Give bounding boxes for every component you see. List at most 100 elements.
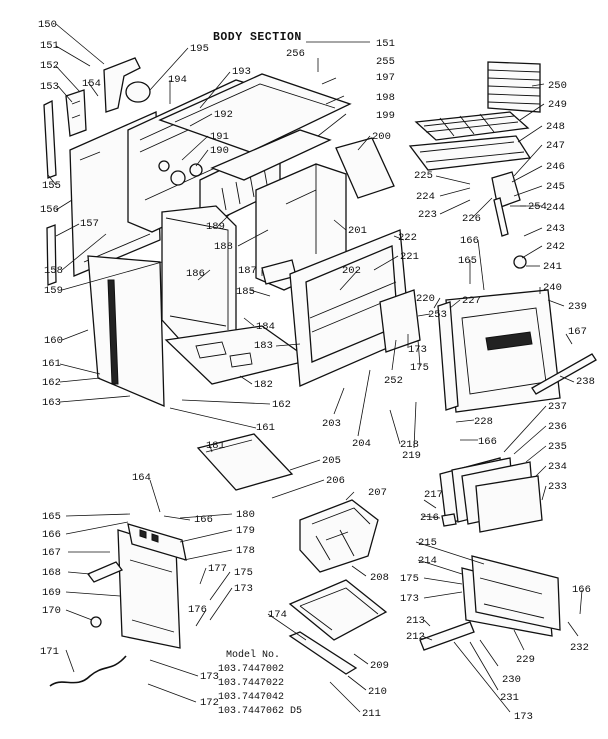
part-number-label: 211 bbox=[362, 708, 381, 720]
part-knob-191 bbox=[170, 170, 186, 186]
part-number-label: 217 bbox=[424, 489, 443, 501]
part-number-label: 166 bbox=[42, 529, 61, 541]
part-washer-243 bbox=[513, 255, 527, 269]
part-number-label: 199 bbox=[376, 110, 395, 122]
part-number-label: 239 bbox=[568, 301, 587, 313]
part-number-label: 166 bbox=[460, 235, 479, 247]
part-side-panel-160 bbox=[87, 255, 165, 407]
part-number-label: 254 bbox=[528, 201, 547, 213]
model-number: 103.7447062 D5 bbox=[218, 706, 302, 717]
part-handle-238 bbox=[531, 353, 597, 395]
part-number-label: 191 bbox=[210, 131, 229, 143]
part-number-label: 244 bbox=[546, 202, 565, 214]
part-number-label: 216 bbox=[420, 512, 439, 524]
part-number-label: 184 bbox=[256, 321, 275, 333]
part-number-label: 160 bbox=[44, 335, 63, 347]
part-number-label: 202 bbox=[342, 265, 361, 277]
part-number-label: 172 bbox=[200, 697, 219, 709]
part-number-label: 201 bbox=[348, 225, 367, 237]
part-number-label: 233 bbox=[548, 481, 567, 493]
part-number-label: 154 bbox=[82, 78, 101, 90]
part-number-label: 188 bbox=[214, 241, 233, 253]
part-number-label: 212 bbox=[406, 631, 425, 643]
part-number-label: 232 bbox=[570, 642, 589, 654]
part-knob-192 bbox=[158, 160, 170, 172]
part-rail bbox=[107, 279, 119, 385]
part-number-label: 164 bbox=[132, 472, 151, 484]
part-number-label: 252 bbox=[384, 375, 403, 387]
part-number-label: 182 bbox=[254, 379, 273, 391]
part-number-label: 192 bbox=[214, 109, 233, 121]
part-number-label: 225 bbox=[414, 170, 433, 182]
part-number-label: 227 bbox=[462, 295, 481, 307]
part-number-label: 224 bbox=[416, 191, 435, 203]
part-panel-198 bbox=[210, 129, 332, 181]
part-number-label: 230 bbox=[502, 674, 521, 686]
model-heading: Model No. bbox=[226, 649, 280, 661]
diagram-title: BODY SECTION bbox=[213, 31, 302, 44]
part-number-label: 208 bbox=[370, 572, 389, 584]
part-number-label: 218 bbox=[400, 439, 419, 451]
model-number: 103.7447042 bbox=[218, 692, 284, 703]
part-number-label: 171 bbox=[40, 646, 59, 658]
part-number-label: 256 bbox=[286, 48, 305, 60]
part-number-label: 177 bbox=[208, 563, 227, 575]
part-number-label: 214 bbox=[418, 555, 437, 567]
part-number-label: 241 bbox=[543, 261, 562, 273]
part-number-label: 250 bbox=[548, 80, 567, 92]
leader-lines bbox=[47, 23, 583, 713]
part-number-label: 207 bbox=[368, 487, 387, 499]
part-number-label: 150 bbox=[38, 19, 57, 31]
part-number-label: 200 bbox=[372, 131, 391, 143]
part-number-label: 228 bbox=[474, 416, 493, 428]
part-number-label: 155 bbox=[42, 180, 61, 192]
part-number-label: 152 bbox=[40, 60, 59, 72]
part-drawer-209 bbox=[288, 579, 388, 641]
part-number-label: 189 bbox=[206, 221, 225, 233]
part-number-label: 186 bbox=[186, 268, 205, 280]
part-number-label: 175 bbox=[400, 573, 419, 585]
part-number-label: 205 bbox=[322, 455, 341, 467]
part-bowl-207 bbox=[299, 499, 379, 573]
part-number-label: 158 bbox=[44, 265, 63, 277]
part-door-insulation bbox=[379, 289, 421, 353]
part-number-label: 206 bbox=[326, 475, 345, 487]
part-number-label: 162 bbox=[42, 377, 61, 389]
part-number-label: 221 bbox=[400, 251, 419, 263]
part-number-label: 194 bbox=[168, 74, 187, 86]
part-number-label: 222 bbox=[398, 232, 417, 244]
part-number-label: 161 bbox=[42, 358, 61, 370]
part-number-label: 166 bbox=[478, 436, 497, 448]
part-bracket-150 bbox=[103, 57, 141, 113]
part-number-label: 245 bbox=[546, 181, 565, 193]
part-knob-190 bbox=[189, 163, 203, 177]
part-number-label: 190 bbox=[210, 145, 229, 157]
part-cord-171 bbox=[49, 655, 127, 687]
part-number-label: 153 bbox=[40, 81, 59, 93]
parts-artwork bbox=[43, 57, 597, 687]
part-drawer-back-233 bbox=[471, 555, 561, 631]
part-number-label: 234 bbox=[548, 461, 567, 473]
part-number-label: 236 bbox=[548, 421, 567, 433]
part-number-label: 240 bbox=[543, 282, 562, 294]
part-number-label: 175 bbox=[234, 567, 253, 579]
part-number-label: 176 bbox=[188, 604, 207, 616]
part-door-239 bbox=[445, 289, 561, 413]
part-number-label: 166 bbox=[572, 584, 591, 596]
part-plug-170 bbox=[90, 616, 102, 628]
part-rod-210 bbox=[288, 631, 358, 675]
part-bracket-153 bbox=[65, 89, 87, 137]
part-number-label: 173 bbox=[514, 711, 533, 723]
part-number-label: 197 bbox=[376, 72, 395, 84]
part-panel-234 bbox=[475, 475, 543, 533]
part-number-label: 253 bbox=[428, 309, 447, 321]
part-number-label: 169 bbox=[42, 587, 61, 599]
part-plate-200 bbox=[335, 137, 395, 199]
part-number-label: 168 bbox=[42, 567, 61, 579]
part-number-label: 161 bbox=[256, 422, 275, 434]
part-number-label: 226 bbox=[462, 213, 481, 225]
part-number-label: 159 bbox=[44, 285, 63, 297]
part-number-label: 246 bbox=[546, 161, 565, 173]
part-number-label: 248 bbox=[546, 121, 565, 133]
